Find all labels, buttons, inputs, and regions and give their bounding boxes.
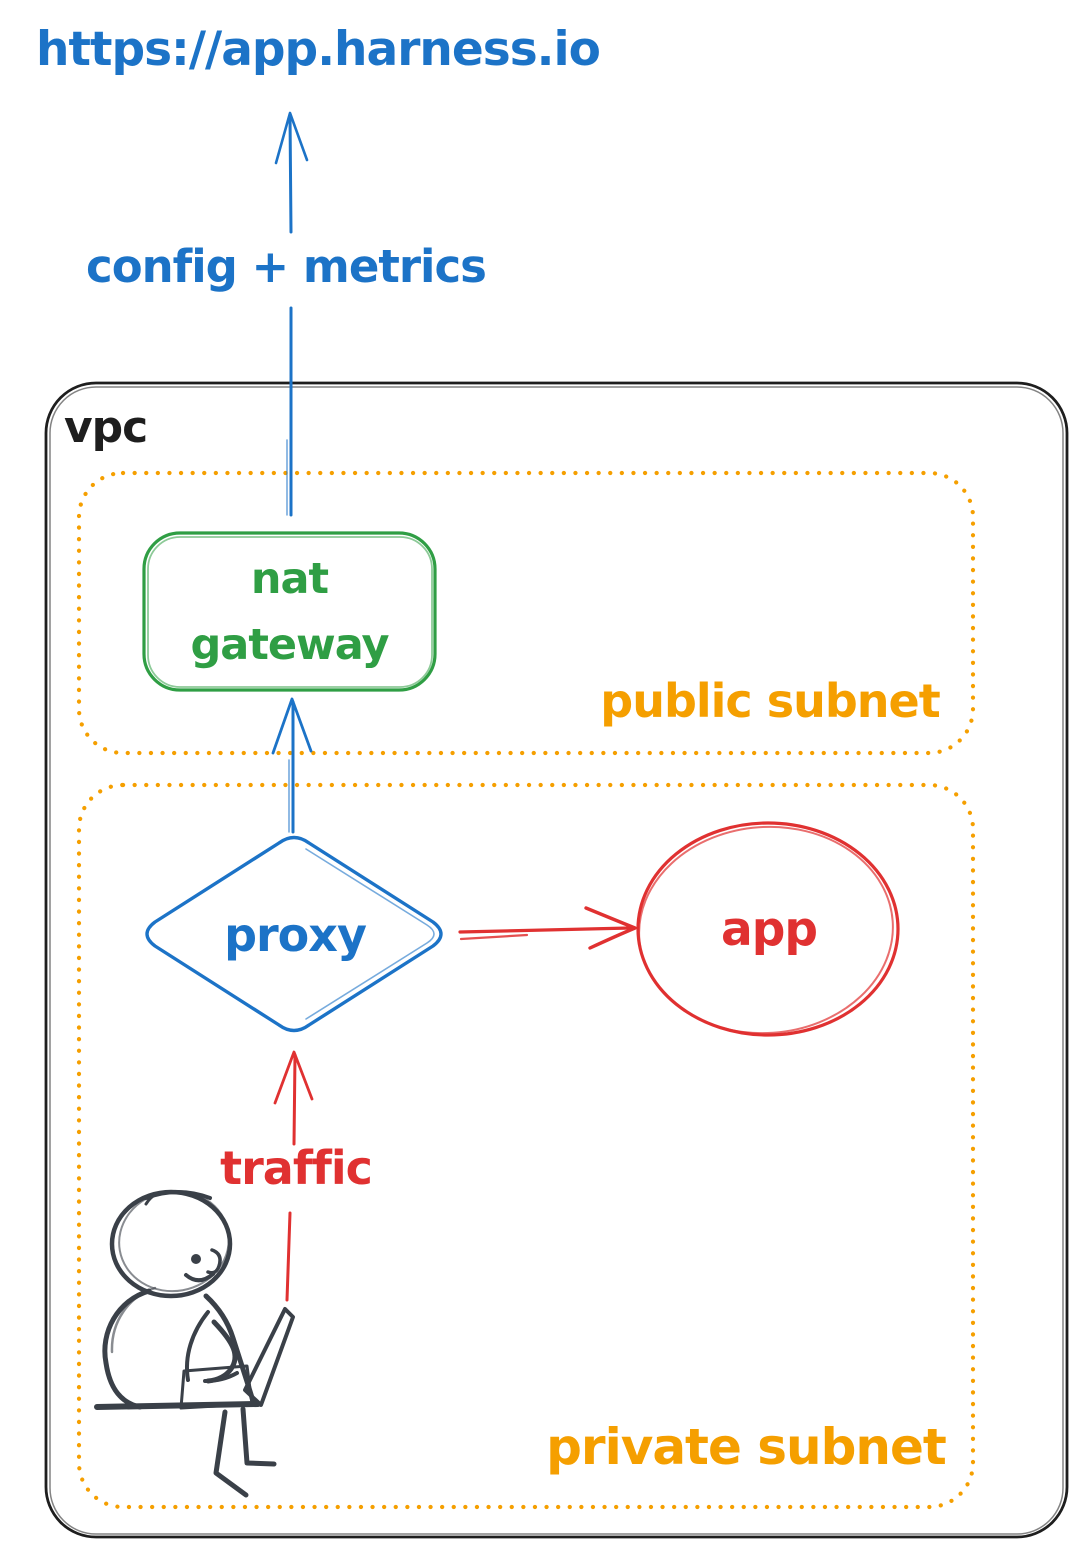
person-smile bbox=[184, 1272, 215, 1283]
arrow-traffic-to-proxy bbox=[273, 1050, 314, 1302]
arrow-proxy-to-nat bbox=[271, 697, 313, 834]
person-sketch bbox=[94, 1189, 295, 1498]
proxy-label: proxy bbox=[224, 908, 367, 962]
person-hand bbox=[203, 1371, 239, 1383]
config-metrics-label: config + metrics bbox=[86, 240, 487, 293]
laptop-keyboard bbox=[179, 1364, 254, 1410]
nat-gateway-box bbox=[142, 531, 437, 692]
harness-url-label: https://app.harness.io bbox=[36, 22, 601, 77]
public-subnet-label: public subnet bbox=[600, 674, 940, 728]
person-head bbox=[109, 1189, 233, 1299]
app-circle bbox=[636, 821, 900, 1037]
nat-gateway-label-line1: nat bbox=[250, 554, 329, 604]
person-leg bbox=[213, 1409, 249, 1498]
private-subnet-label: private subnet bbox=[546, 1418, 947, 1476]
arrow-config-metrics bbox=[274, 111, 309, 517]
traffic-label: traffic bbox=[220, 1141, 373, 1195]
nat-gateway-label-line2: gateway bbox=[190, 620, 390, 670]
nat-gateway-label: nat gateway bbox=[144, 538, 435, 686]
app-label: app bbox=[720, 901, 818, 957]
vpc-label: vpc bbox=[64, 402, 148, 453]
vpc-box bbox=[44, 381, 1069, 1539]
arrow-proxy-to-app bbox=[458, 906, 637, 950]
person-ear bbox=[206, 1248, 222, 1275]
laptop-screen bbox=[243, 1307, 295, 1407]
proxy-diamond bbox=[145, 835, 443, 1033]
person-eye bbox=[191, 1254, 201, 1264]
person-back bbox=[102, 1288, 152, 1410]
person-leg bbox=[240, 1406, 277, 1467]
